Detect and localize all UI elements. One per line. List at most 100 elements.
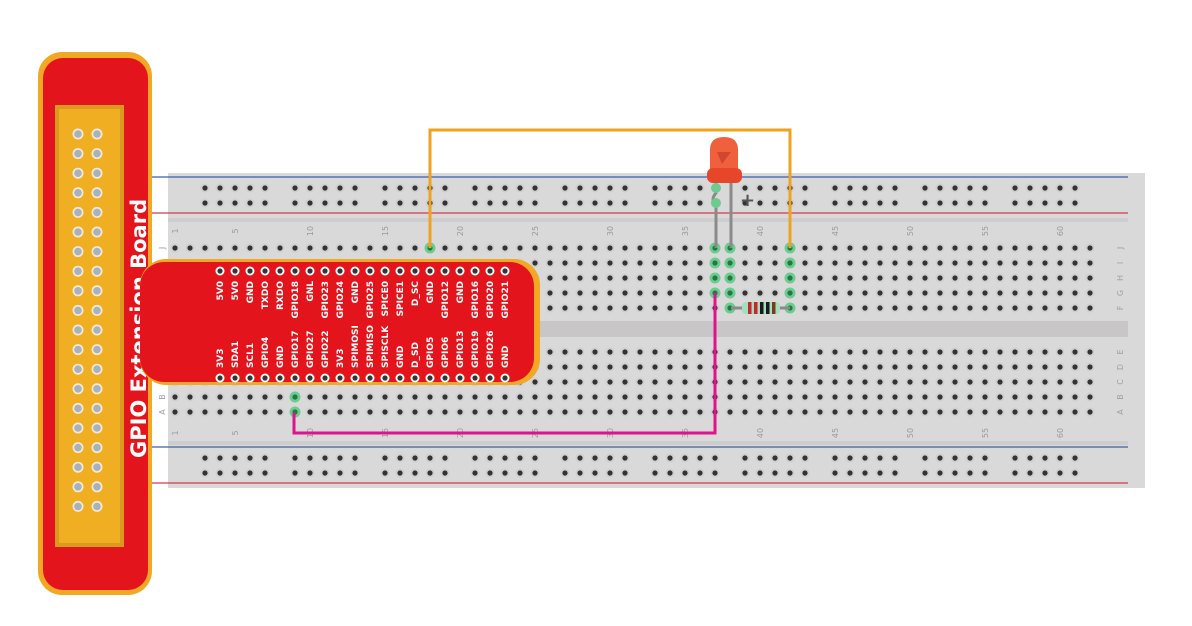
breadboard-hole [982,290,988,296]
rail-hole [337,455,343,461]
breadboard-hole [1057,409,1063,415]
rail-hole [937,470,943,476]
rail-hole [532,455,538,461]
cobbler-pin-label: GND [396,346,406,368]
breadboard-hole [592,409,598,415]
cobbler-pin-label: GND [276,346,286,368]
header-pin [93,267,101,276]
rail-hole [577,455,583,461]
breadboard-hole [757,394,763,400]
rail-hole [487,185,493,191]
breadboard-hole [1027,305,1033,311]
rail-hole [877,455,883,461]
rail-hole [967,185,973,191]
connected-hole [727,260,733,266]
breadboard-hole [427,394,433,400]
breadboard-hole [847,275,853,281]
breadboard-hole [937,260,943,266]
cobbler-pin [352,268,358,274]
breadboard-hole [247,394,253,400]
breadboard-hole [217,245,223,251]
breadboard-hole [367,394,373,400]
breadboard-hole [1072,364,1078,370]
breadboard-hole [397,394,403,400]
cobbler-pin-label: GPIO16 [471,281,481,319]
orange-wire[interactable] [428,128,792,248]
breadboard-hole [757,364,763,370]
header-pin [93,228,101,236]
cobbler-pin [502,268,508,274]
breadboard-hole [577,245,583,251]
breadboard-hole [682,260,688,266]
breadboard-hole [922,409,928,415]
breadboard-hole [742,409,748,415]
rail-hole [1072,470,1078,476]
rail-hole [802,470,808,476]
cobbler-pin [232,375,238,381]
rail-hole [382,185,388,191]
breadboard-hole [607,245,613,251]
breadboard-hole [592,379,598,385]
breadboard-hole [952,379,958,385]
rail-hole [937,200,943,206]
rail-hole [202,185,208,191]
breadboard-hole [217,409,223,415]
breadboard-hole [277,409,283,415]
header-pin [93,365,101,374]
cobbler-pin-label: 5V0 [231,281,241,301]
breadboard-hole [637,364,643,370]
breadboard-hole [922,275,928,281]
rail-hole [1027,200,1033,206]
rail-hole [1012,185,1018,191]
breadboard-hole [172,394,178,400]
rail-hole [652,200,658,206]
breadboard-hole [577,290,583,296]
breadboard-hole [922,305,928,311]
rail-hole [232,200,238,206]
breadboard-hole [982,409,988,415]
breadboard-hole [682,245,688,251]
rail-hole [742,200,748,206]
breadboard-hole [622,364,628,370]
cobbler-pin-label: GPIO19 [471,330,481,368]
breadboard-hole [472,409,478,415]
rail-hole [1042,470,1048,476]
breadboard-hole [307,394,313,400]
breadboard-hole [742,290,748,296]
cobbler-pin [292,268,298,274]
rail-hole [742,470,748,476]
column-number: 55 [981,226,990,236]
column-number: 60 [1056,226,1065,236]
rail-hole [592,455,598,461]
cobbler-pin [412,375,418,381]
breadboard-hole [562,379,568,385]
breadboard-hole [352,409,358,415]
breadboard-hole [937,290,943,296]
rail-hole [202,470,208,476]
rail-hole [397,455,403,461]
rail-hole [472,200,478,206]
rail-hole [532,470,538,476]
breadboard-hole [877,379,883,385]
breadboard-hole [547,394,553,400]
breadboard-hole [637,260,643,266]
red-led[interactable]: + [707,137,755,248]
breadboard-hole [682,409,688,415]
rail-hole [382,470,388,476]
breadboard-hole [772,349,778,355]
breadboard-hole [577,364,583,370]
breadboard-hole [862,245,868,251]
breadboard-hole [952,245,958,251]
breadboard-hole [877,409,883,415]
cobbler-body [140,262,534,382]
header-pin [93,443,101,452]
breadboard-hole [907,409,913,415]
breadboard-hole [937,394,943,400]
breadboard-hole [952,275,958,281]
breadboard-hole [1072,379,1078,385]
magenta-wire[interactable] [292,293,717,435]
rail-hole [652,470,658,476]
resistor[interactable] [731,302,790,314]
breadboard-hole [952,409,958,415]
breadboard-hole [877,305,883,311]
